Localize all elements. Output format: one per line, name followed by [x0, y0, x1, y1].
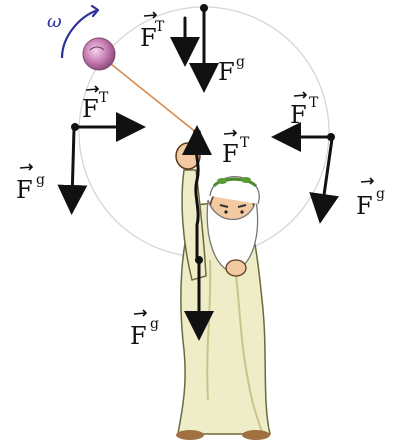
right-gravity-arrow	[309, 137, 339, 224]
left-gravity-arrow	[57, 127, 88, 215]
label-right-tension: F T	[290, 91, 319, 129]
svg-text:g: g	[236, 54, 245, 70]
svg-text:g: g	[150, 316, 159, 332]
rotating-ball-icon	[82, 37, 116, 71]
svg-text:T: T	[155, 19, 165, 35]
svg-text:F: F	[82, 95, 99, 123]
label-left-gravity: F g	[16, 163, 45, 204]
old-man-figure-icon	[175, 142, 271, 440]
label-left-tension: F T	[82, 85, 109, 123]
svg-text:g: g	[36, 172, 45, 188]
svg-text:T: T	[240, 135, 250, 151]
omega-label: ω	[47, 11, 62, 32]
bottom-point	[195, 256, 203, 264]
label-right-gravity: F g	[356, 177, 385, 220]
label-top-tension: F T	[140, 11, 165, 52]
svg-text:T: T	[309, 95, 319, 111]
label-bottom-gravity: F g	[130, 309, 159, 350]
label-top-gravity: F g	[218, 54, 245, 86]
svg-text:F: F	[290, 101, 307, 129]
svg-text:F: F	[218, 58, 235, 86]
top-point	[200, 4, 208, 12]
svg-text:g: g	[376, 186, 385, 202]
svg-text:F: F	[130, 322, 147, 350]
svg-text:T: T	[99, 90, 109, 106]
svg-text:F: F	[16, 176, 33, 204]
label-hand-tension: F T	[222, 129, 250, 168]
svg-text:F: F	[356, 192, 373, 220]
svg-text:F: F	[222, 140, 239, 168]
svg-text:F: F	[140, 24, 157, 52]
rope-line	[100, 55, 198, 134]
omega-rotation-arrow	[60, 8, 99, 59]
